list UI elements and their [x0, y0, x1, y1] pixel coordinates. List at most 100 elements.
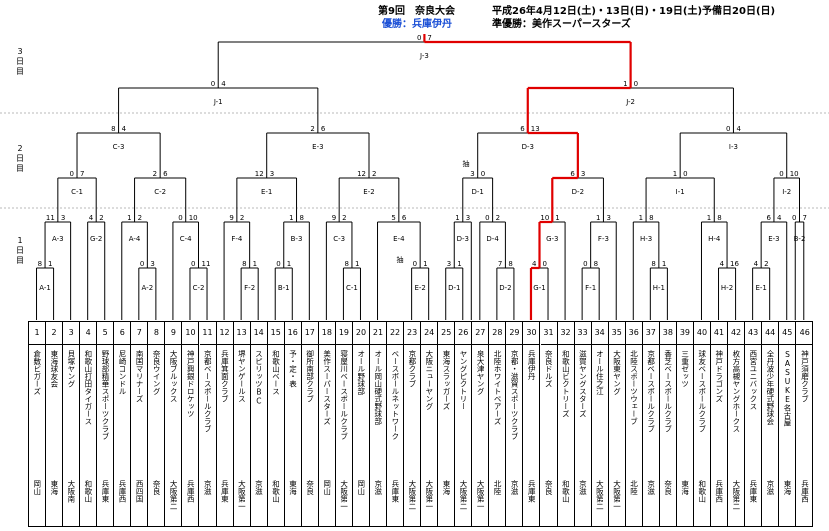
match-label: C-2	[154, 188, 166, 196]
score-right: 6	[321, 125, 326, 133]
match-label: E-2	[363, 188, 374, 196]
team-region: 京滋	[646, 480, 656, 495]
score-left: 4	[754, 260, 759, 268]
team-number: 40	[693, 322, 710, 345]
score-right: 8	[508, 260, 512, 268]
team-region: 京滋	[254, 480, 264, 495]
score-left: 1	[455, 214, 459, 222]
score-right: 0	[683, 170, 687, 178]
team-region: 兵庫西	[800, 480, 810, 503]
team-region: 東海	[441, 480, 451, 495]
team-name: 神戸須磨クラブ	[800, 350, 810, 403]
team-name: 寝屋川ベースボールクラブ	[339, 350, 349, 440]
score-right: 10	[189, 214, 198, 222]
team-name: オール住之江	[595, 350, 605, 395]
team-region: 兵庫東	[527, 480, 537, 503]
team-region: 兵庫東	[220, 480, 230, 503]
score-right: 2	[764, 260, 768, 268]
match-label: A-2	[142, 284, 154, 292]
score-left: 1	[707, 214, 711, 222]
score-right: 1	[662, 260, 666, 268]
score-right: 1	[555, 214, 559, 222]
team-number: 28	[489, 322, 506, 345]
team-name: 西宮ユニバックス	[748, 350, 758, 410]
team-name: スピリッツBC	[254, 350, 264, 406]
team-name: ベースボールネットワーク	[390, 350, 400, 440]
team-region: 大阪第二	[169, 480, 179, 510]
score-left: 1	[596, 214, 600, 222]
score-right: 3	[606, 214, 610, 222]
score-right: 4	[736, 125, 741, 133]
match-label: F-4	[231, 235, 243, 243]
champion-label: 優勝：兵庫伊丹	[382, 19, 452, 30]
match-label: G-3	[546, 235, 558, 243]
team-name: 御所南部クラブ	[305, 350, 315, 403]
score-right: 13	[531, 125, 540, 133]
score-right: 1	[253, 260, 257, 268]
team-region: 東海	[782, 480, 792, 495]
score-left: 6	[570, 170, 575, 178]
score-right: 3	[270, 170, 274, 178]
match-label: G-2	[90, 235, 102, 243]
score-right: 0	[543, 260, 547, 268]
score-right: 1	[457, 260, 461, 268]
team-name: 東海球友会	[49, 350, 59, 388]
team-number: 6	[114, 322, 131, 345]
score-right: 4	[122, 125, 127, 133]
score-left: 12	[357, 170, 366, 178]
team-region: 大阪第二	[595, 480, 605, 510]
team-name: 大阪ブルックス	[169, 350, 179, 403]
team-name: 滋賀ヤングスターズ	[578, 350, 588, 418]
team-number: 8	[148, 322, 165, 345]
score-left: 0	[140, 260, 144, 268]
team-region: 京滋	[510, 480, 520, 495]
score-left: 8	[242, 260, 246, 268]
team-number: 19	[335, 322, 352, 345]
team-number: 4	[80, 322, 97, 345]
score-left: 11	[46, 214, 55, 222]
match-label: B-2	[794, 235, 806, 243]
score-right: 1	[48, 260, 52, 268]
team-region: 奈良	[305, 480, 315, 495]
team-number: 14	[250, 322, 267, 345]
team-column: 14 スピリッツBC 京滋	[250, 322, 268, 526]
score-left: 1	[639, 214, 643, 222]
match-label: D-4	[486, 235, 499, 243]
match-label: D-3	[457, 235, 469, 243]
score-right: 4	[221, 80, 226, 88]
team-region: 兵庫西	[714, 480, 724, 503]
score-left: 8	[344, 260, 348, 268]
score-left: 7	[498, 260, 502, 268]
team-name: 倉敷ビガーズ	[32, 350, 42, 395]
team-region: 大阪第二	[407, 480, 417, 510]
team-name: 野球部精華スポーツクラブ	[100, 350, 110, 440]
match-label: F-2	[244, 284, 255, 292]
score-left: 8	[651, 260, 655, 268]
team-region: 兵庫西	[186, 480, 196, 503]
team-region: 大阪南	[66, 480, 76, 503]
team-region: 北陸	[493, 480, 503, 495]
score-right: 8	[300, 214, 304, 222]
match-label: H-4	[708, 235, 721, 243]
score-left: 0	[276, 260, 280, 268]
team-number: 42	[728, 322, 745, 345]
team-region: 北陸	[629, 480, 639, 495]
team-name: 京都ベースボールクラブ	[203, 350, 213, 433]
score-right: 6	[163, 170, 168, 178]
